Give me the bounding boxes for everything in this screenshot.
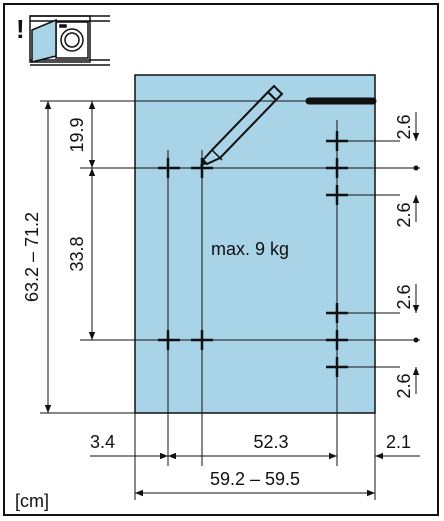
- hinge-spacing-label: 33.8: [67, 236, 87, 271]
- overall-height-label: 63.2 – 71.2: [22, 212, 42, 302]
- lower-gap-top-label: 2.6: [394, 284, 414, 309]
- warning-icon: !: [16, 14, 25, 44]
- hinge-width-label: 52.3: [253, 432, 288, 452]
- lower-gap-bottom-label: 2.6: [394, 373, 414, 398]
- overall-width-label: 59.2 – 59.5: [210, 469, 300, 489]
- svg-text:!: !: [16, 14, 25, 44]
- top-offset-label: 19.9: [67, 117, 87, 152]
- upper-gap-top-label: 2.6: [394, 114, 414, 139]
- pencil-icon: [200, 84, 284, 166]
- max-load-note: max. 9 kg: [211, 239, 289, 259]
- hinge-mark-upper-left: [158, 158, 213, 178]
- hinge-mark-lower-left: [158, 330, 213, 350]
- unit-label: [cm]: [15, 491, 49, 511]
- hinge-mark-upper-right: [326, 131, 348, 205]
- washing-machine-door-icon: [29, 15, 110, 66]
- upper-gap-bottom-label: 2.6: [394, 202, 414, 227]
- left-margin-label: 3.4: [90, 432, 115, 452]
- right-margin-label: 2.1: [386, 432, 411, 452]
- hinge-mark-lower-right: [326, 303, 348, 377]
